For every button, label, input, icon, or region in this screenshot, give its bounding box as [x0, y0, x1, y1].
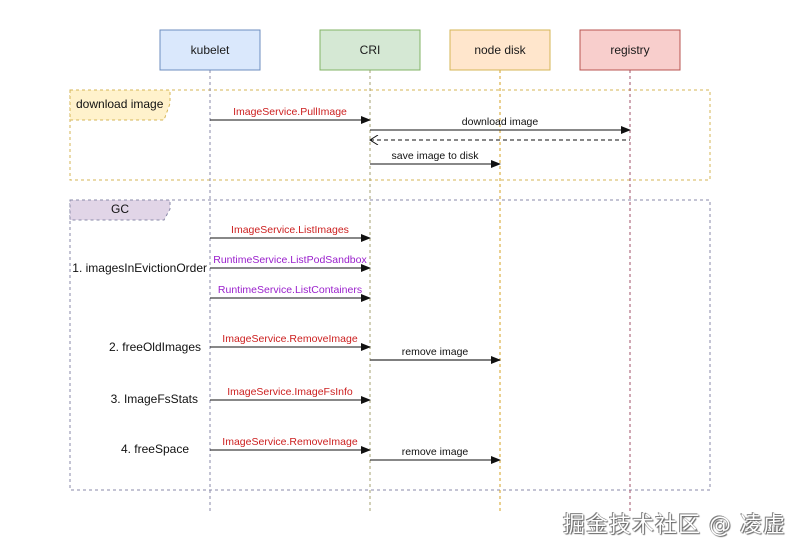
frame-tab [69, 89, 171, 121]
frame-label: GC [111, 202, 129, 216]
frame-label: download image [76, 97, 164, 111]
message-remove-image-1: ImageService.RemoveImage [210, 333, 371, 351]
message-remove-image-disk-2: remove image [370, 446, 501, 464]
message-label: ImageService.RemoveImage [222, 333, 358, 345]
participant-label: node disk [474, 43, 526, 57]
participant-box [579, 29, 681, 71]
frame-tab [69, 199, 171, 221]
frame-gc: GC [69, 199, 711, 491]
message-label: ImageService.PullImage [233, 106, 347, 118]
message-list-pod-sandbox: RuntimeService.ListPodSandbox [210, 254, 371, 272]
participant-label: kubelet [191, 43, 230, 57]
message-image-fs-info: ImageService.ImageFsInfo [210, 386, 371, 404]
participant-registry[interactable]: registry [579, 29, 681, 71]
participant-box [449, 29, 551, 71]
participant-box [159, 29, 261, 71]
frame-border [69, 199, 711, 491]
message-label: RuntimeService.ListContainers [218, 284, 362, 296]
participant-label: CRI [360, 43, 381, 57]
step-label-step-4: 4. freeSpace [121, 442, 189, 456]
message-label: remove image [402, 446, 469, 458]
frame-border [69, 89, 711, 181]
participant-node-disk[interactable]: node disk [449, 29, 551, 71]
message-label: ImageService.RemoveImage [222, 436, 358, 448]
participant-box [319, 29, 421, 71]
message-label: ImageService.ImageFsInfo [227, 386, 353, 398]
frame-download-image: download image [69, 89, 711, 181]
message-label: remove image [402, 346, 469, 358]
message-list-images: ImageService.ListImages [210, 224, 371, 242]
step-label-step-1: 1. imagesInEvictionOrder [72, 261, 207, 275]
participant-label: registry [610, 43, 649, 57]
message-download-image: download image [370, 116, 631, 134]
message-remove-image-disk-1: remove image [370, 346, 501, 364]
message-label: save image to disk [392, 150, 480, 162]
message-remove-image-2: ImageService.RemoveImage [210, 436, 371, 454]
watermark: 掘金技术社区 @ 凌虚 [563, 513, 786, 538]
participant-cri[interactable]: CRI [319, 29, 421, 71]
message-list-containers: RuntimeService.ListContainers [210, 284, 371, 302]
message-save-image: save image to disk [370, 150, 501, 168]
message-pull-image: ImageService.PullImage [210, 106, 371, 124]
participant-kubelet[interactable]: kubelet [159, 29, 261, 71]
step-label-step-2: 2. freeOldImages [109, 340, 201, 354]
message-label: ImageService.ListImages [231, 224, 349, 236]
step-label-step-3: 3. ImageFsStats [111, 392, 198, 406]
message-label: RuntimeService.ListPodSandbox [213, 254, 367, 266]
message-label: download image [462, 116, 539, 128]
